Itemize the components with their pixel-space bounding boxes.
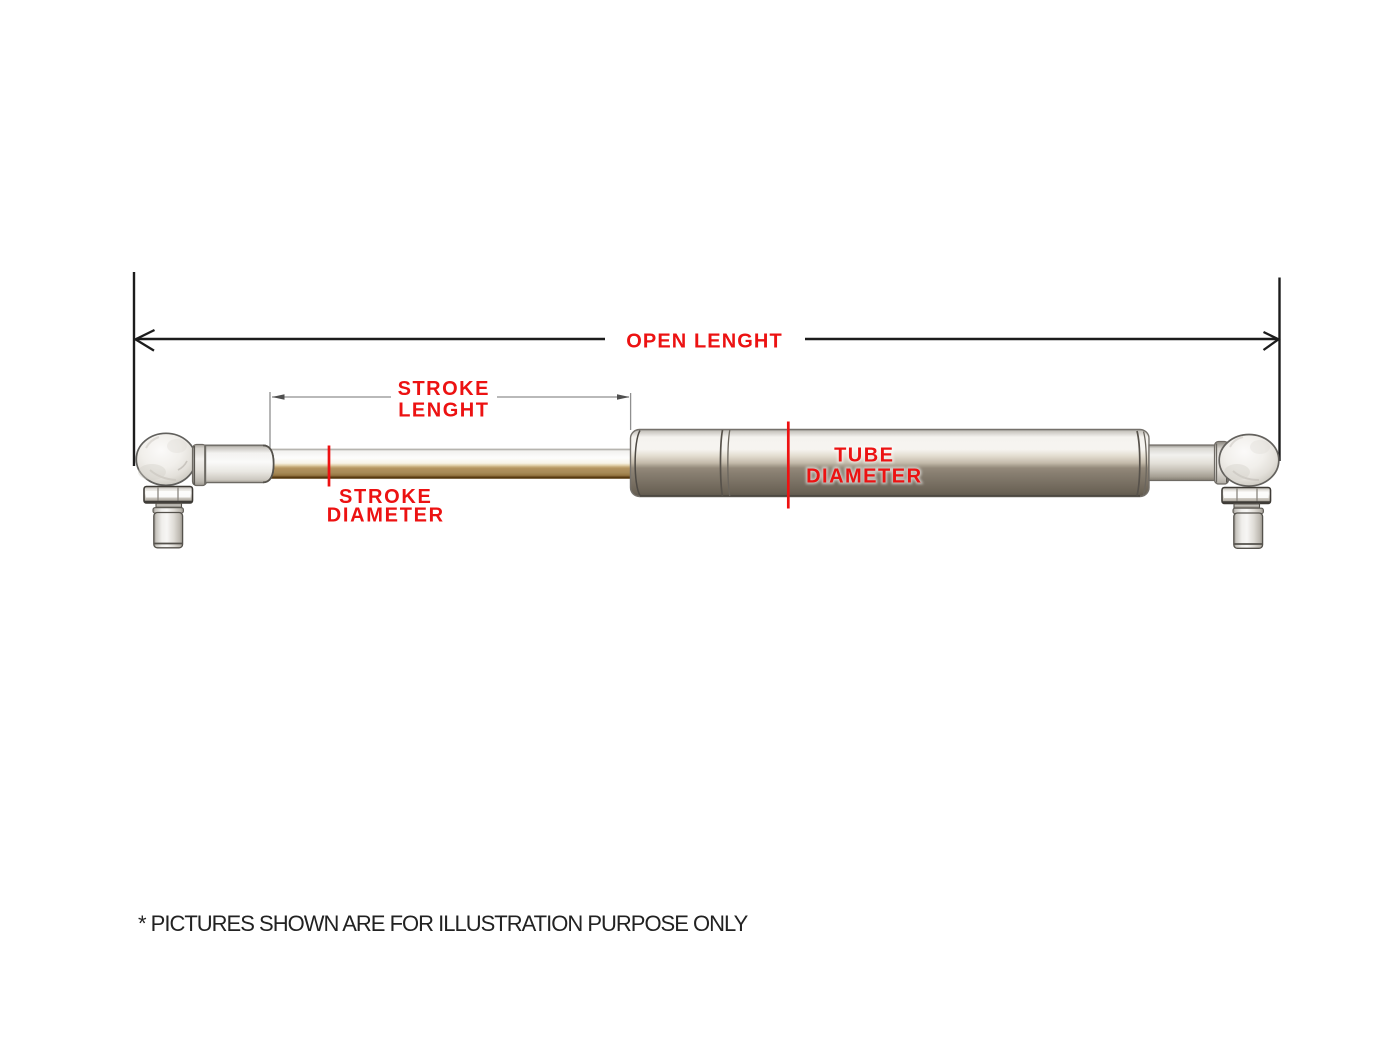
svg-text:OPEN LENGHT: OPEN LENGHT: [626, 331, 783, 353]
svg-text:DIAMETER: DIAMETER: [806, 466, 922, 488]
svg-text:* PICTURES SHOWN ARE FOR ILLUS: * PICTURES SHOWN ARE FOR ILLUSTRATION PU…: [138, 911, 749, 936]
svg-text:DIAMETER: DIAMETER: [327, 505, 445, 527]
svg-text:DIAMETER: DIAMETER: [806, 466, 922, 488]
svg-text:STROKE: STROKE: [339, 486, 433, 508]
svg-text:STROKE: STROKE: [398, 378, 490, 400]
svg-text:LENGHT: LENGHT: [398, 400, 489, 422]
svg-text:TUBE: TUBE: [834, 444, 894, 466]
svg-text:TUBE: TUBE: [834, 444, 894, 466]
